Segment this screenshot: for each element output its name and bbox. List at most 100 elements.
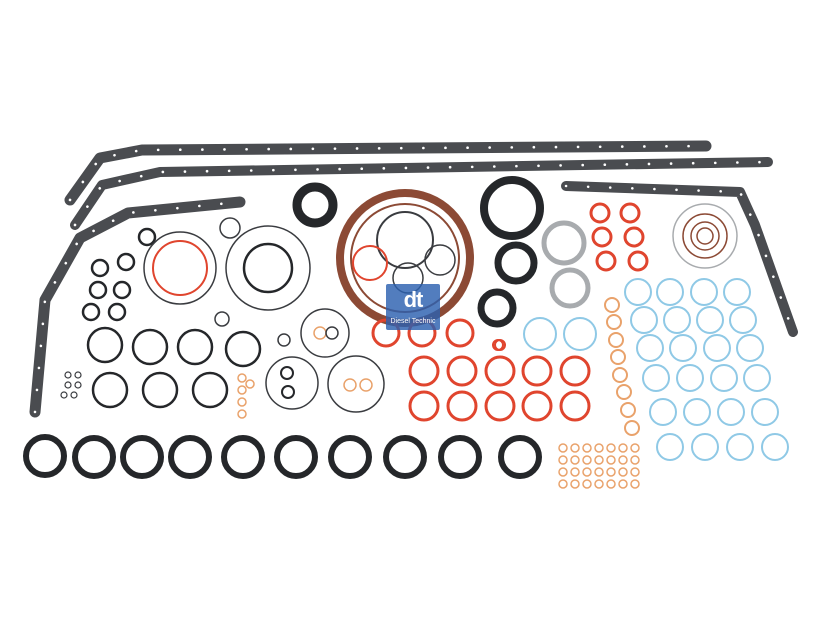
red-o-ring [446,390,478,422]
copper-washer [606,479,616,489]
copper-washer [630,479,640,489]
orange-ring [604,297,620,313]
blue-o-ring [723,278,751,306]
small-black-ring [107,302,127,322]
blue-o-ring [690,278,718,306]
black-o-ring [141,371,179,409]
black-o-ring [224,330,262,368]
blue-o-ring [656,433,684,461]
thin-ring [325,326,339,340]
large-black-ring [120,435,164,479]
blue-o-ring [676,364,704,392]
copper-washer [570,455,580,465]
orange-ring [245,379,255,389]
blue-o-ring [649,398,677,426]
gasket-strip [70,157,773,230]
copper-washer [606,455,616,465]
black-o-ring [191,371,229,409]
thin-ring [225,225,311,311]
copper-washer [618,467,628,477]
copper-washer [582,479,592,489]
small-black-ring [112,280,132,300]
blue-o-ring [696,306,724,334]
tiny-ring [70,391,78,399]
small-red-ring [494,339,506,351]
copper-washer [582,443,592,453]
copper-washer [606,443,616,453]
large-black-ring [168,435,212,479]
red-o-ring [408,355,440,387]
blue-o-ring [710,364,738,392]
blue-o-ring [717,398,745,426]
copper-washer [594,443,604,453]
oil-pan-gaskets [29,140,798,418]
blue-o-ring [669,334,697,362]
tiny-ring [64,371,72,379]
black-o-ring [280,366,294,380]
red-o-ring [408,390,440,422]
thin-ring [682,213,728,259]
orange-ring [237,385,247,395]
gasket-strip [561,181,798,337]
blue-o-ring [683,398,711,426]
copper-washer [558,479,568,489]
orange-ring [610,349,626,365]
large-black-ring [23,434,67,478]
copper-washer [582,467,592,477]
thin-ring [672,203,738,269]
copper-washer [606,467,616,477]
red-o-ring [352,245,388,281]
gasket-bolt-holes [68,144,708,202]
small-black-ring [90,258,110,278]
thin-ring [376,211,434,269]
orange-ring [237,409,247,419]
blue-o-ring [703,334,731,362]
black-o-ring [281,385,295,399]
orange-ring [237,373,247,383]
red-o-ring [521,390,553,422]
orange-ring [624,420,640,436]
blue-o-ring [726,433,754,461]
blue-o-ring [523,317,557,351]
black-o-ring [176,328,214,366]
orange-ring [343,378,357,392]
small-black-ring [88,280,108,300]
thin-ring [424,244,456,276]
copper-washer [630,455,640,465]
thin-ring [214,311,230,327]
orange-ring [608,332,624,348]
small-black-ring [81,302,101,322]
copper-washer [570,479,580,489]
copper-washer [618,479,628,489]
tiny-ring [64,381,72,389]
red-o-ring [446,355,478,387]
orange-ring [313,326,327,340]
thin-ring [277,333,291,347]
blue-o-ring [636,334,664,362]
thin-ring [143,231,217,305]
copper-washer [570,467,580,477]
black-o-ring [131,328,169,366]
tiny-ring [60,391,68,399]
blue-o-ring [751,398,779,426]
blue-o-ring [656,278,684,306]
red-o-ring [619,202,641,224]
thin-ring [690,221,720,251]
copper-washer [570,443,580,453]
logo-sub: Diesel Technic [390,318,436,325]
logo-mark: dt [403,287,424,312]
radial-seal [494,241,538,285]
radial-seal [292,182,338,228]
blue-o-ring [736,334,764,362]
dt-logo-icon: dt Diesel Technic [386,284,440,330]
blue-o-ring [563,317,597,351]
gasket-bolt-holes [564,184,795,334]
thin-ring [265,356,319,410]
copper-washer [630,443,640,453]
red-o-ring [623,226,645,248]
red-o-ring [484,355,516,387]
blue-o-ring [729,306,757,334]
blue-o-ring [663,306,691,334]
thin-ring [219,217,241,239]
